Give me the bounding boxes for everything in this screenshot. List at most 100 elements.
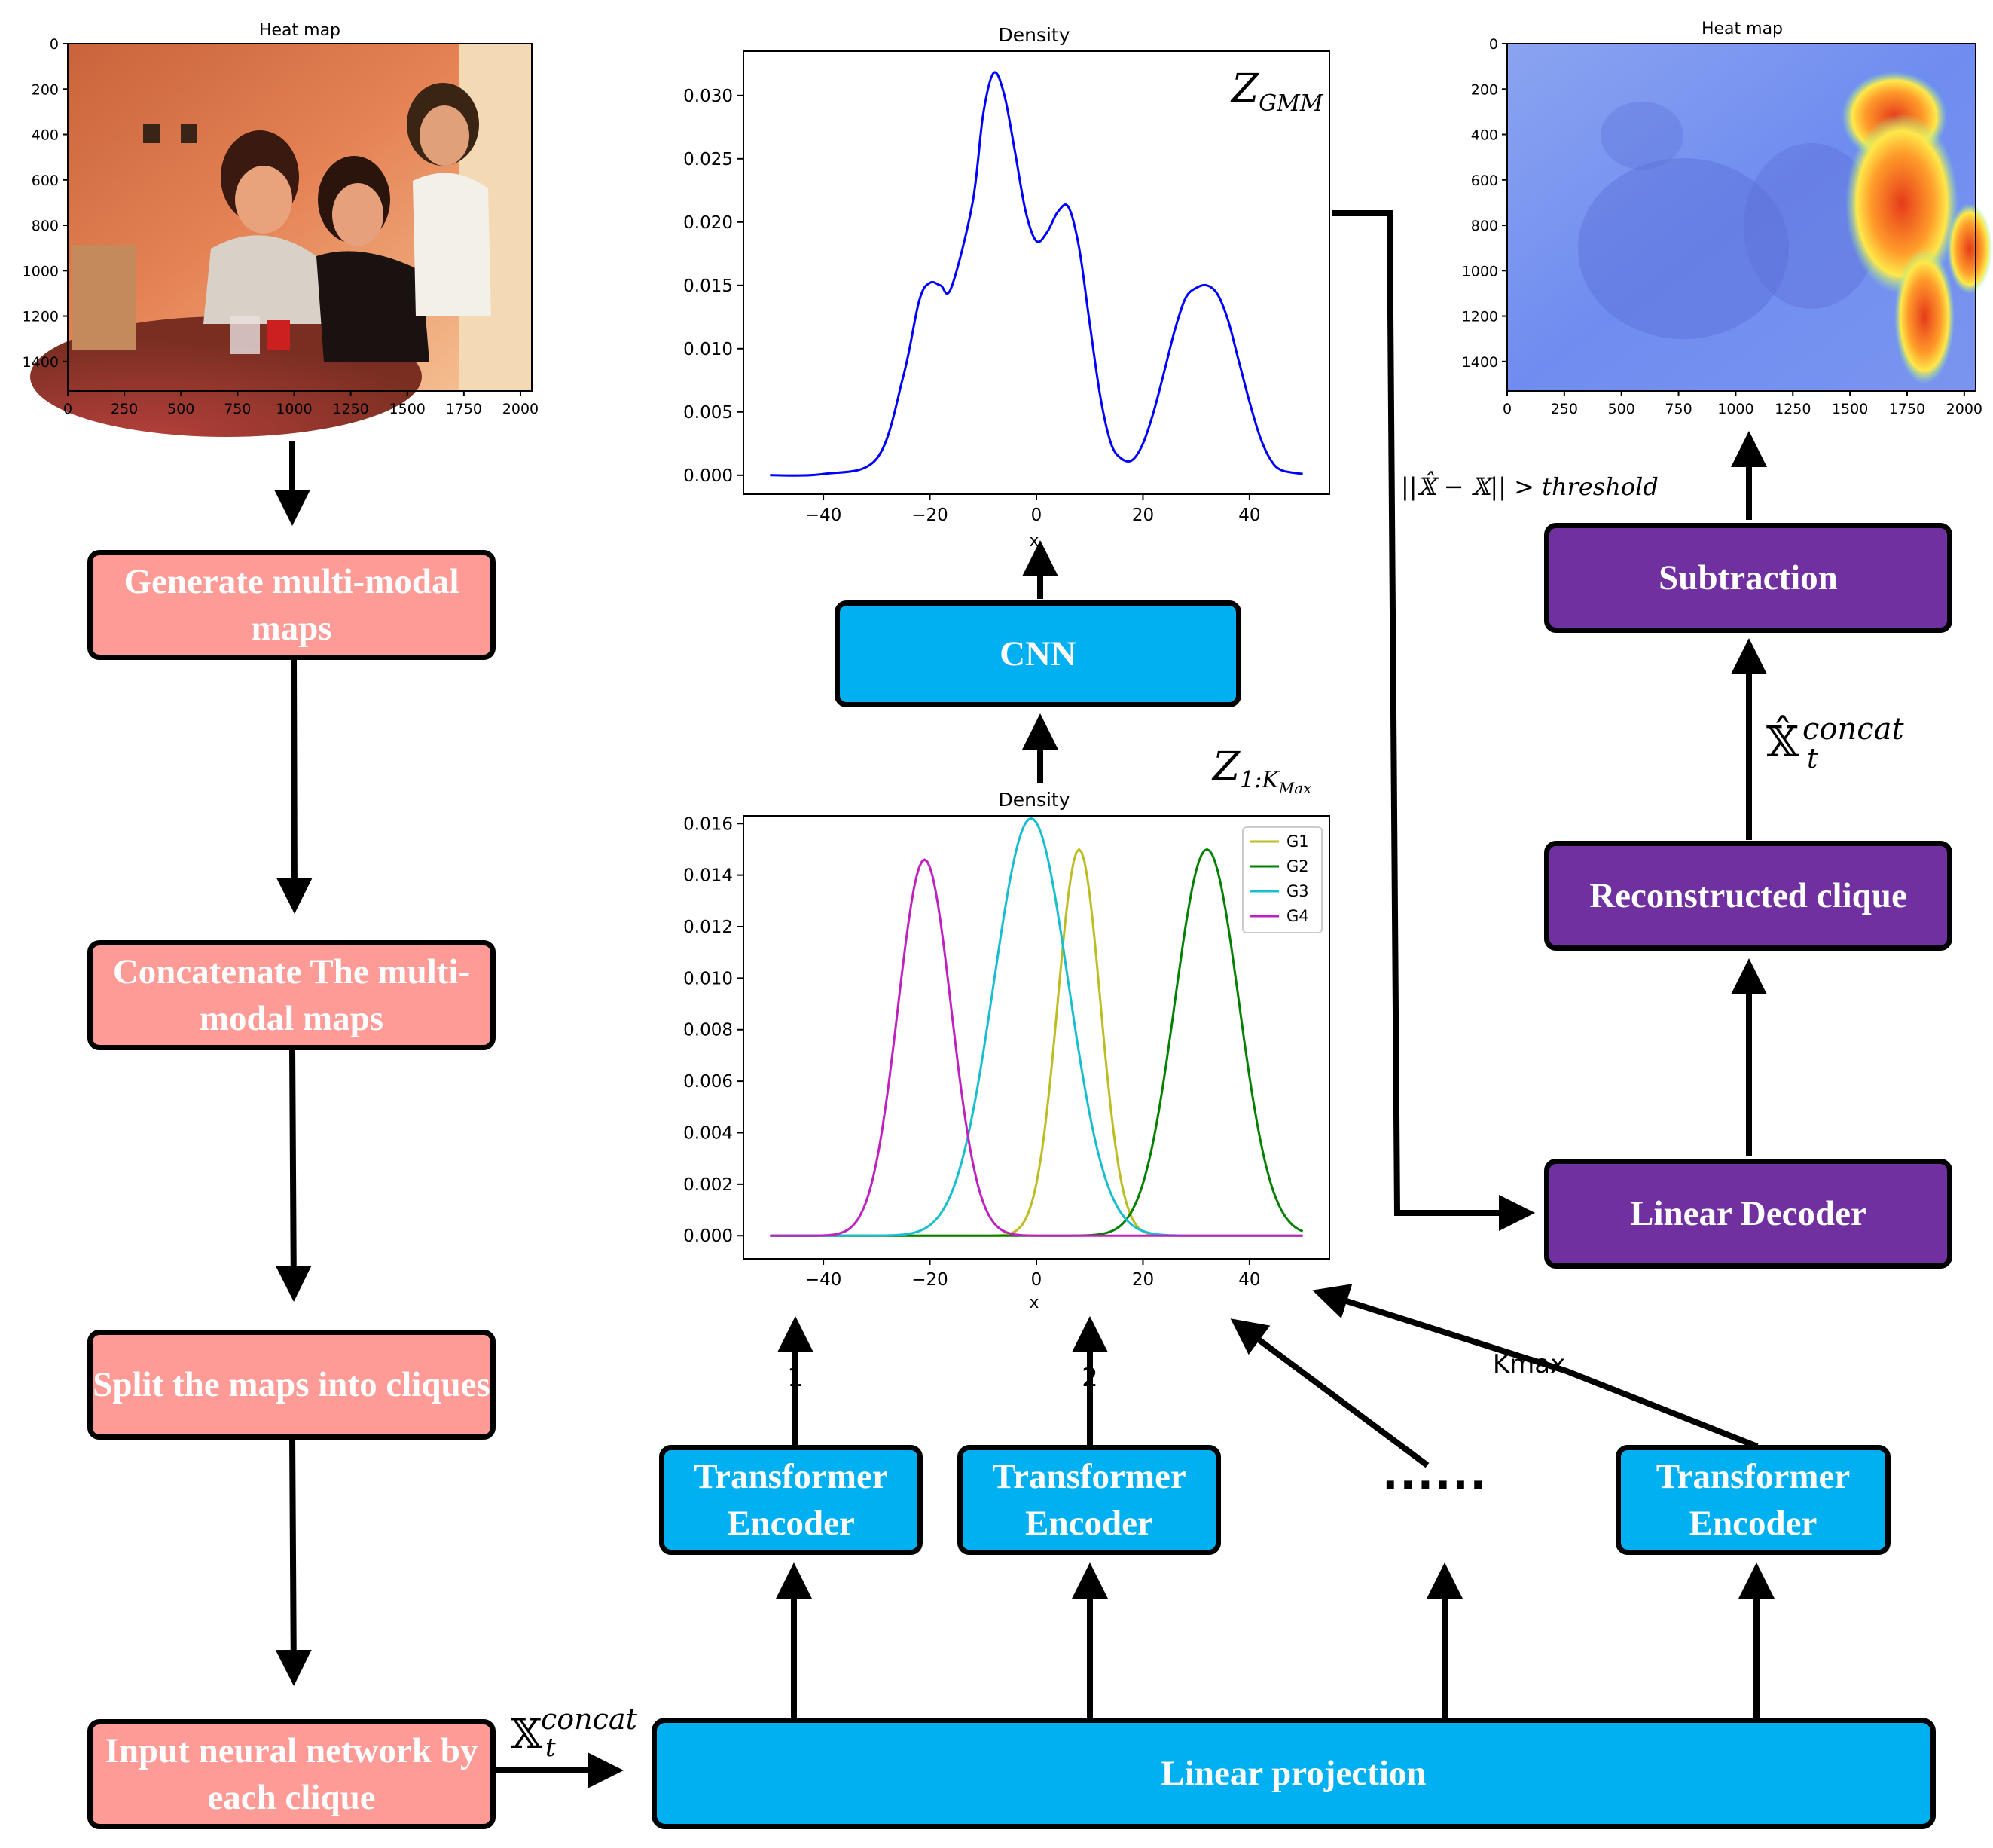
input-network-box: Input neural network by each clique (87, 1719, 496, 1829)
transformer-encoder-label: Transformer Encoder (694, 1456, 888, 1543)
heatmap-ytick-label: 800 (32, 218, 59, 234)
heatmap-ytick-label: 1000 (23, 263, 59, 279)
heatmap-ytick-label: 1400 (23, 354, 59, 371)
heatmap-ytick-label: 400 (32, 127, 59, 144)
z-k-label: Z1:KMax (1211, 744, 1311, 797)
gmm-ytick-label: 0.005 (683, 403, 733, 423)
components-ytick-label: 0.016 (683, 814, 733, 834)
heatmap-xtick-label: 1500 (1832, 401, 1868, 417)
gmm-chart-title: Density (998, 24, 1070, 46)
heatmap-xtick-label: 750 (1665, 401, 1692, 417)
arrow-label-1: 1 (787, 1363, 804, 1393)
subtraction-box: Subtraction (1544, 523, 1952, 633)
legend-label-g4: G4 (1286, 907, 1309, 925)
gmm-ytick-label: 0.025 (683, 150, 733, 170)
components-xtick-label: −40 (805, 1270, 842, 1290)
encoders-ellipsis: ...... (1382, 1450, 1488, 1499)
gmm-xtick-label: −20 (911, 506, 948, 525)
heatmap-xtick-label: 0 (63, 401, 72, 417)
arrow-label-kmax: Kmax (1493, 1349, 1565, 1379)
gmm-ytick-label: 0.000 (683, 466, 733, 486)
transformer-encoder-2: Transformer Encoder (957, 1445, 1221, 1555)
input-heatmap-panel: Heat map (23, 21, 539, 437)
heatmap-xtick-label: 2000 (502, 401, 539, 417)
heatmap-ytick-label: 200 (32, 81, 59, 98)
x-hat-label: 𝕏̂ concat t (1766, 712, 1904, 774)
heatmap-ytick-label: 1400 (1462, 354, 1498, 371)
heatmap-ytick-label: 600 (32, 173, 59, 189)
heatmap-ytick-label: 1200 (23, 309, 59, 325)
reconstructed-clique-label: Reconstructed clique (1589, 875, 1907, 915)
transformer-encoder-kmax: Transformer Encoder (1616, 1445, 1891, 1555)
heatmap-xtick-label: 500 (167, 401, 194, 417)
legend-label-g2: G2 (1286, 857, 1309, 875)
split-cliques-label: Split the maps into cliques (93, 1364, 490, 1404)
threshold-label: ||𝕏̂ − 𝕏|| > threshold (1401, 472, 1659, 501)
components-ytick-label: 0.012 (683, 918, 733, 937)
reconstructed-clique-box: Reconstructed clique (1544, 841, 1952, 951)
gmm-density-line (770, 71, 1303, 477)
generate-maps-label: Generate multi-modal maps (124, 561, 459, 648)
heatmap-ytick-label: 600 (1471, 173, 1498, 189)
heatmap-xtick-label: 0 (1503, 401, 1512, 417)
gmm-xtick-label: 40 (1238, 506, 1260, 525)
heatmap-ytick-label: 200 (1471, 81, 1498, 98)
legend-label-g1: G1 (1286, 832, 1309, 851)
transformer-encoder-label: Transformer Encoder (1656, 1456, 1851, 1543)
linear-projection-box: Linear projection (652, 1718, 1936, 1829)
components-xtick-label: −20 (911, 1270, 948, 1290)
linear-decoder-label: Linear Decoder (1630, 1193, 1866, 1233)
heatmap-xtick-label: 1000 (276, 401, 312, 417)
legend-frame (1242, 826, 1323, 933)
linear-projection-label: Linear projection (1161, 1753, 1427, 1793)
concatenate-maps-label: Concatenate The multi-modal maps (112, 951, 471, 1038)
heatmap-ytick-label: 0 (1489, 36, 1498, 53)
generate-maps-box: Generate multi-modal maps (87, 550, 496, 660)
heatmap-ytick-label: 1000 (1462, 263, 1498, 279)
components-chart-title: Density (998, 789, 1070, 811)
concatenate-maps-box: Concatenate The multi-modal maps (87, 940, 496, 1050)
transformer-encoder-label: Transformer Encoder (992, 1456, 1186, 1543)
cnn-label: CNN (1000, 634, 1076, 674)
heatmap-xtick-label: 750 (224, 401, 251, 417)
components-ytick-label: 0.008 (683, 1021, 733, 1040)
linear-decoder-box: Linear Decoder (1544, 1159, 1952, 1269)
heatmap-xtick-label: 1000 (1717, 401, 1753, 417)
components-ytick-label: 0.004 (683, 1123, 733, 1143)
components-lines (770, 817, 1304, 1237)
component-line-g4 (770, 858, 1303, 1237)
gmm-ytick-label: 0.015 (683, 276, 733, 296)
input-network-label: Input neural network by each clique (105, 1730, 478, 1817)
heatmap-ytick-label: 0 (50, 36, 59, 53)
gmm-xtick-label: 20 (1132, 506, 1154, 525)
components-ytick-label: 0.006 (683, 1072, 733, 1092)
heatmap-ytick-label: 800 (1471, 218, 1498, 234)
input-heatmap-title: Heat map (259, 21, 340, 40)
components-ytick-label: 0.002 (683, 1175, 733, 1195)
cnn-box: CNN (835, 600, 1241, 707)
components-xtick-label: 40 (1238, 1270, 1260, 1290)
components-ytick-label: 0.014 (683, 866, 733, 886)
components-xtick-label: 20 (1132, 1270, 1154, 1290)
heatmap-xtick-label: 1250 (1775, 401, 1811, 417)
components-chart-xlabel: x (1029, 1294, 1039, 1312)
heatmap-xtick-label: 1750 (1889, 401, 1925, 417)
heatmap-xtick-label: 1250 (332, 401, 368, 417)
photo-image (30, 44, 532, 437)
svg-text:Z1:KMax: Z1:KMax (1211, 744, 1311, 797)
heatmap-ytick-label: 1200 (1462, 309, 1498, 325)
heatmap-xtick-label: 500 (1608, 401, 1635, 417)
legend-label-g3: G3 (1286, 882, 1309, 900)
gmm-xtick-label: −40 (805, 506, 842, 525)
heatmap-xtick-label: 250 (1551, 401, 1578, 417)
components-xtick-label: 0 (1031, 1270, 1042, 1290)
